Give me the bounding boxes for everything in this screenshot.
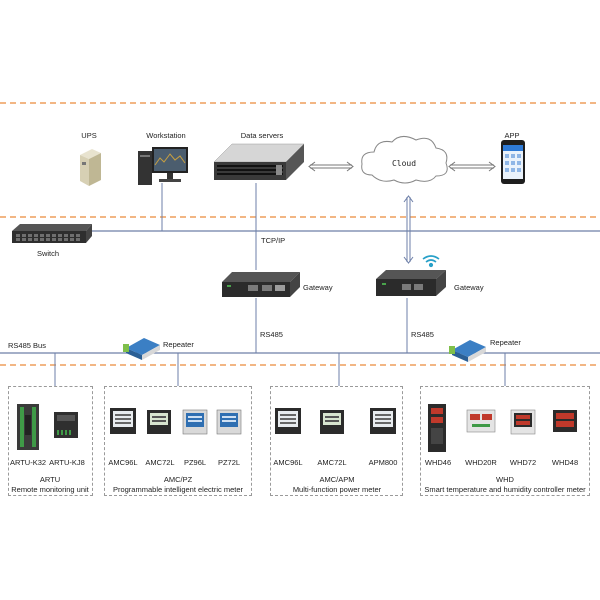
- device-label: AMC96L: [273, 458, 303, 467]
- device-label: WHD46: [424, 458, 452, 467]
- group-box-amc-pz: [104, 386, 252, 496]
- repeater-left-icon: [123, 338, 160, 360]
- repeater-right-icon: [449, 340, 486, 362]
- device-label: PZ72L: [217, 458, 241, 467]
- group-drops: [54, 353, 506, 386]
- ups-icon: [80, 149, 101, 186]
- device-label: AMC96L: [108, 458, 138, 467]
- workstation-icon: [138, 147, 188, 185]
- device-apm800: [370, 408, 396, 434]
- device-pz96l: [182, 409, 208, 435]
- repeater-left-label: Repeater: [163, 340, 194, 349]
- group-description: Programmable intelligent electric meter: [112, 485, 244, 494]
- data-server-icon: [213, 143, 305, 180]
- device-artu-kj8: [54, 412, 78, 438]
- cloud-shape: [361, 136, 448, 184]
- server-cloud-arrow: [308, 161, 354, 172]
- device-label: AMC72L: [145, 458, 175, 467]
- group-description: Remote monitoring unit: [11, 485, 89, 494]
- device-label: AMC72L: [317, 458, 347, 467]
- device-label: WHD20R: [465, 458, 497, 467]
- tcpip-label: TCP/IP: [261, 236, 286, 245]
- device-label: PZ96L: [183, 458, 207, 467]
- ups-label: UPS: [81, 131, 97, 140]
- device-amc96l-b: [275, 408, 301, 434]
- gateway-right-label: Gateway: [454, 283, 484, 292]
- group-description: Smart temperature and humidity controlle…: [424, 485, 586, 494]
- repeater-right-label: Repeater: [490, 338, 521, 347]
- app-phone-icon: [501, 140, 525, 184]
- group-name: AMC/PZ: [163, 475, 193, 484]
- cloud-app-arrow: [448, 161, 496, 172]
- group-name: WHD: [496, 475, 514, 484]
- cloud-label: Cloud: [391, 159, 417, 168]
- group-box-artu: [8, 386, 93, 496]
- device-label: ARTU-K32: [9, 458, 47, 467]
- switch-icon: [12, 224, 92, 243]
- switch-label: Switch: [36, 249, 60, 258]
- data-servers-label: Data servers: [240, 131, 284, 140]
- group-box-amc-apm: [270, 386, 403, 496]
- rs485-left-label: RS485: [260, 330, 283, 339]
- wifi-icon: [422, 255, 440, 268]
- group-box-whd: [420, 386, 590, 496]
- device-whd46: [428, 404, 446, 452]
- gateway-left-label: Gateway: [303, 283, 333, 292]
- device-artu-k32: [17, 404, 39, 450]
- device-label: WHD72: [509, 458, 537, 467]
- device-amc72l-b: [320, 410, 344, 434]
- workstation-label: Workstation: [146, 131, 186, 140]
- device-amc72l-a: [147, 410, 171, 434]
- group-name: ARTU: [39, 475, 61, 484]
- gateway-right-icon: [376, 270, 446, 296]
- gateway-left-icon: [222, 272, 300, 297]
- group-name: AMC/APM: [319, 475, 355, 484]
- rs485-bus-label: RS485 Bus: [8, 341, 46, 350]
- device-pz72l: [216, 409, 242, 435]
- device-whd72: [510, 409, 536, 435]
- device-label: WHD48: [551, 458, 579, 467]
- rs485-right-label: RS485: [411, 330, 434, 339]
- device-whd48: [553, 410, 577, 432]
- device-label: ARTU-KJ8: [49, 458, 85, 467]
- group-description: Multi-function power meter: [292, 485, 382, 494]
- device-label: APM800: [368, 458, 398, 467]
- app-label: APP: [504, 131, 520, 140]
- device-amc96l-a: [110, 408, 136, 434]
- cloud-gateway-arrow: [403, 195, 414, 264]
- device-whd20r: [466, 409, 496, 433]
